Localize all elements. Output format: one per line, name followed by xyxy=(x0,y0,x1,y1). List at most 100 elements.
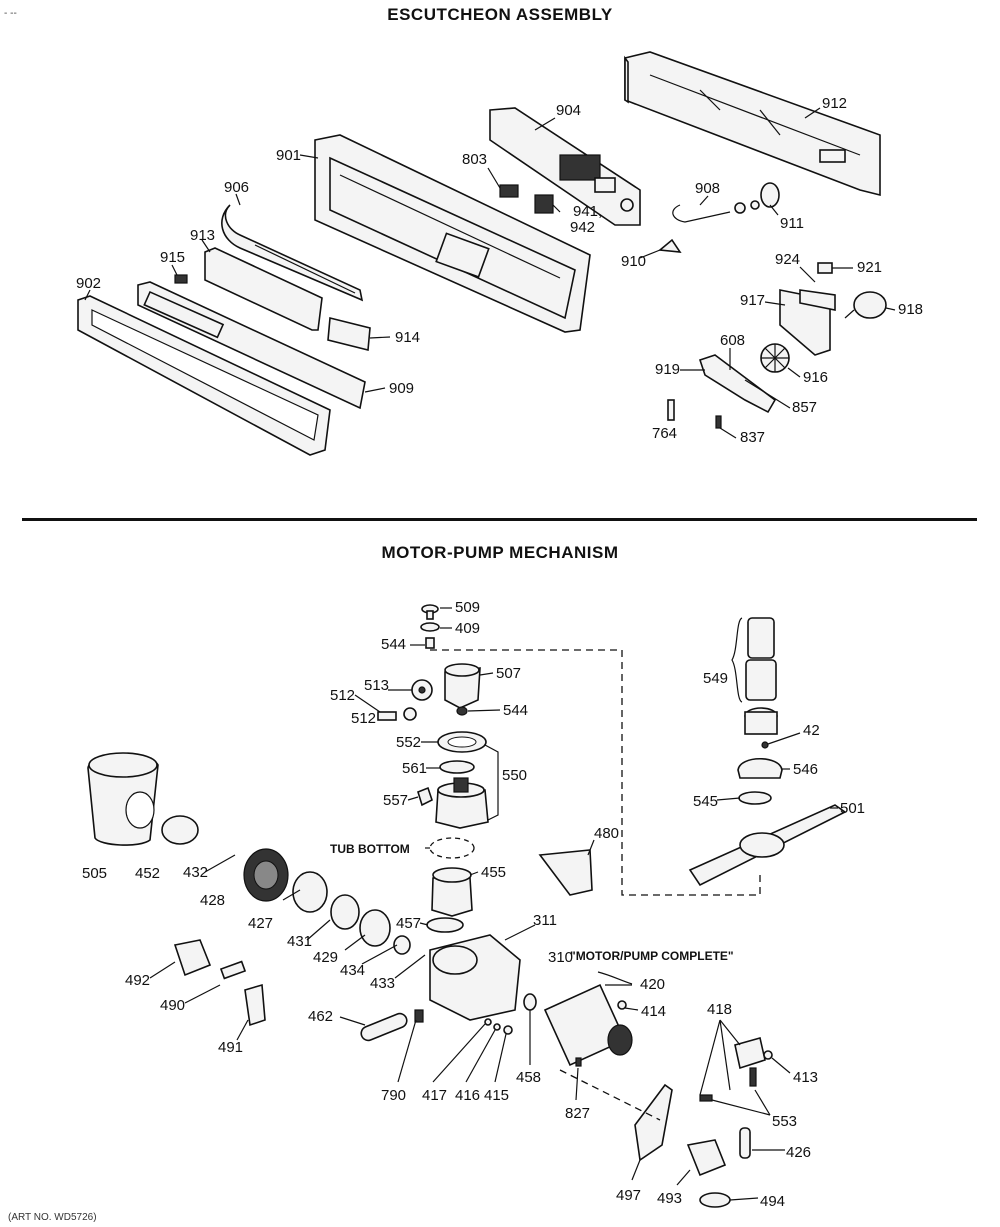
label-910: 910 xyxy=(621,253,646,270)
label-505: 505 xyxy=(82,865,107,882)
part-941-942 xyxy=(534,194,554,214)
part-416 xyxy=(493,1023,501,1031)
part-452-clamp xyxy=(161,815,199,845)
label-509: 509 xyxy=(455,599,480,616)
part-904-board xyxy=(489,107,641,226)
corner-mark: - -- xyxy=(4,8,17,19)
part-492 xyxy=(173,939,212,977)
label-911: 911 xyxy=(780,215,804,232)
label-549: 549 xyxy=(703,670,728,687)
escutcheon-part-labels: 904 912 901 803 906 908 941, 942 911 913… xyxy=(76,95,923,446)
part-914 xyxy=(327,316,371,352)
label-908: 908 xyxy=(695,180,720,197)
label-426: 426 xyxy=(786,1144,811,1161)
label-310: 310 xyxy=(548,949,573,966)
part-480-deflector xyxy=(538,849,593,896)
part-908-wire xyxy=(672,204,731,223)
label-493: 493 xyxy=(657,1190,682,1207)
label-420: 420 xyxy=(640,976,665,993)
label-433: 433 xyxy=(370,975,395,992)
label-942: 942 xyxy=(570,219,595,236)
part-458 xyxy=(523,993,537,1011)
label-916: 916 xyxy=(803,369,828,386)
label-901: 901 xyxy=(276,147,301,164)
part-803 xyxy=(499,184,519,198)
part-417 xyxy=(484,1018,492,1026)
label-416: 416 xyxy=(455,1087,480,1104)
part-902-frame xyxy=(77,295,331,456)
label-417: 417 xyxy=(422,1087,447,1104)
label-413: 413 xyxy=(793,1069,818,1086)
part-490 xyxy=(219,960,247,980)
label-915: 915 xyxy=(160,249,185,266)
label-tub-bottom: TUB BOTTOM xyxy=(330,842,410,856)
label-507: 507 xyxy=(496,665,521,682)
label-427: 427 xyxy=(248,915,273,932)
motor-leaders xyxy=(149,607,838,1201)
label-544-lower: 544 xyxy=(503,702,528,719)
section-divider xyxy=(22,518,977,521)
label-904: 904 xyxy=(556,102,581,119)
label-494: 494 xyxy=(760,1193,785,1210)
label-512-lower: 512 xyxy=(351,710,376,727)
label-512-upper: 512 xyxy=(330,687,355,704)
part-509-409 xyxy=(420,604,440,649)
label-918: 918 xyxy=(898,301,923,318)
part-427 xyxy=(292,871,328,913)
label-434: 434 xyxy=(340,962,365,979)
part-311-pump-body xyxy=(429,934,521,1021)
part-827 xyxy=(575,1057,582,1067)
label-409: 409 xyxy=(455,620,480,637)
label-902: 902 xyxy=(76,275,101,292)
part-512-screw xyxy=(377,711,397,721)
part-911 xyxy=(760,182,780,208)
label-921: 921 xyxy=(857,259,882,276)
label-917: 917 xyxy=(740,292,765,309)
part-915 xyxy=(174,274,188,284)
part-457-clamp xyxy=(426,917,464,933)
label-429: 429 xyxy=(313,949,338,966)
label-452: 452 xyxy=(135,865,160,882)
label-608: 608 xyxy=(720,332,745,349)
part-544-lower xyxy=(456,706,468,716)
label-906: 906 xyxy=(224,179,249,196)
label-432: 432 xyxy=(183,864,208,881)
label-913: 913 xyxy=(190,227,215,244)
part-921 xyxy=(817,262,833,274)
label-497: 497 xyxy=(616,1187,641,1204)
part-918-motor xyxy=(853,291,887,319)
part-906-ribbon xyxy=(221,204,364,302)
motor-pump-part-labels: 509 409 544 507 513 512 512 544 549 42 5… xyxy=(82,599,865,1210)
label-415: 415 xyxy=(484,1087,509,1104)
tub-bottom-ring xyxy=(429,837,475,859)
part-42 xyxy=(761,741,769,749)
label-764: 764 xyxy=(652,425,677,442)
label-552: 552 xyxy=(396,734,421,751)
part-497-bracket xyxy=(634,1083,673,1162)
part-428 xyxy=(243,848,289,902)
label-553: 553 xyxy=(772,1113,797,1130)
label-428: 428 xyxy=(200,892,225,909)
label-455: 455 xyxy=(481,864,506,881)
label-827: 827 xyxy=(565,1105,590,1122)
label-490: 490 xyxy=(160,997,185,1014)
part-310-motor xyxy=(543,983,633,1067)
label-924: 924 xyxy=(775,251,800,268)
part-561 xyxy=(439,760,475,774)
label-492: 492 xyxy=(125,972,150,989)
part-790 xyxy=(414,1009,424,1023)
label-912: 912 xyxy=(822,95,847,112)
art-number-footer: (ART NO. WD5726) xyxy=(8,1212,97,1223)
part-493-solenoid xyxy=(686,1139,727,1177)
label-561: 561 xyxy=(402,760,427,777)
part-837-spring xyxy=(715,415,722,429)
part-913-keypad xyxy=(204,247,323,331)
label-513: 513 xyxy=(364,677,389,694)
part-557 xyxy=(417,786,433,807)
label-545: 545 xyxy=(693,793,718,810)
part-549-stack xyxy=(744,617,778,735)
label-414: 414 xyxy=(641,1003,666,1020)
part-429 xyxy=(359,909,391,947)
part-545 xyxy=(738,791,772,805)
